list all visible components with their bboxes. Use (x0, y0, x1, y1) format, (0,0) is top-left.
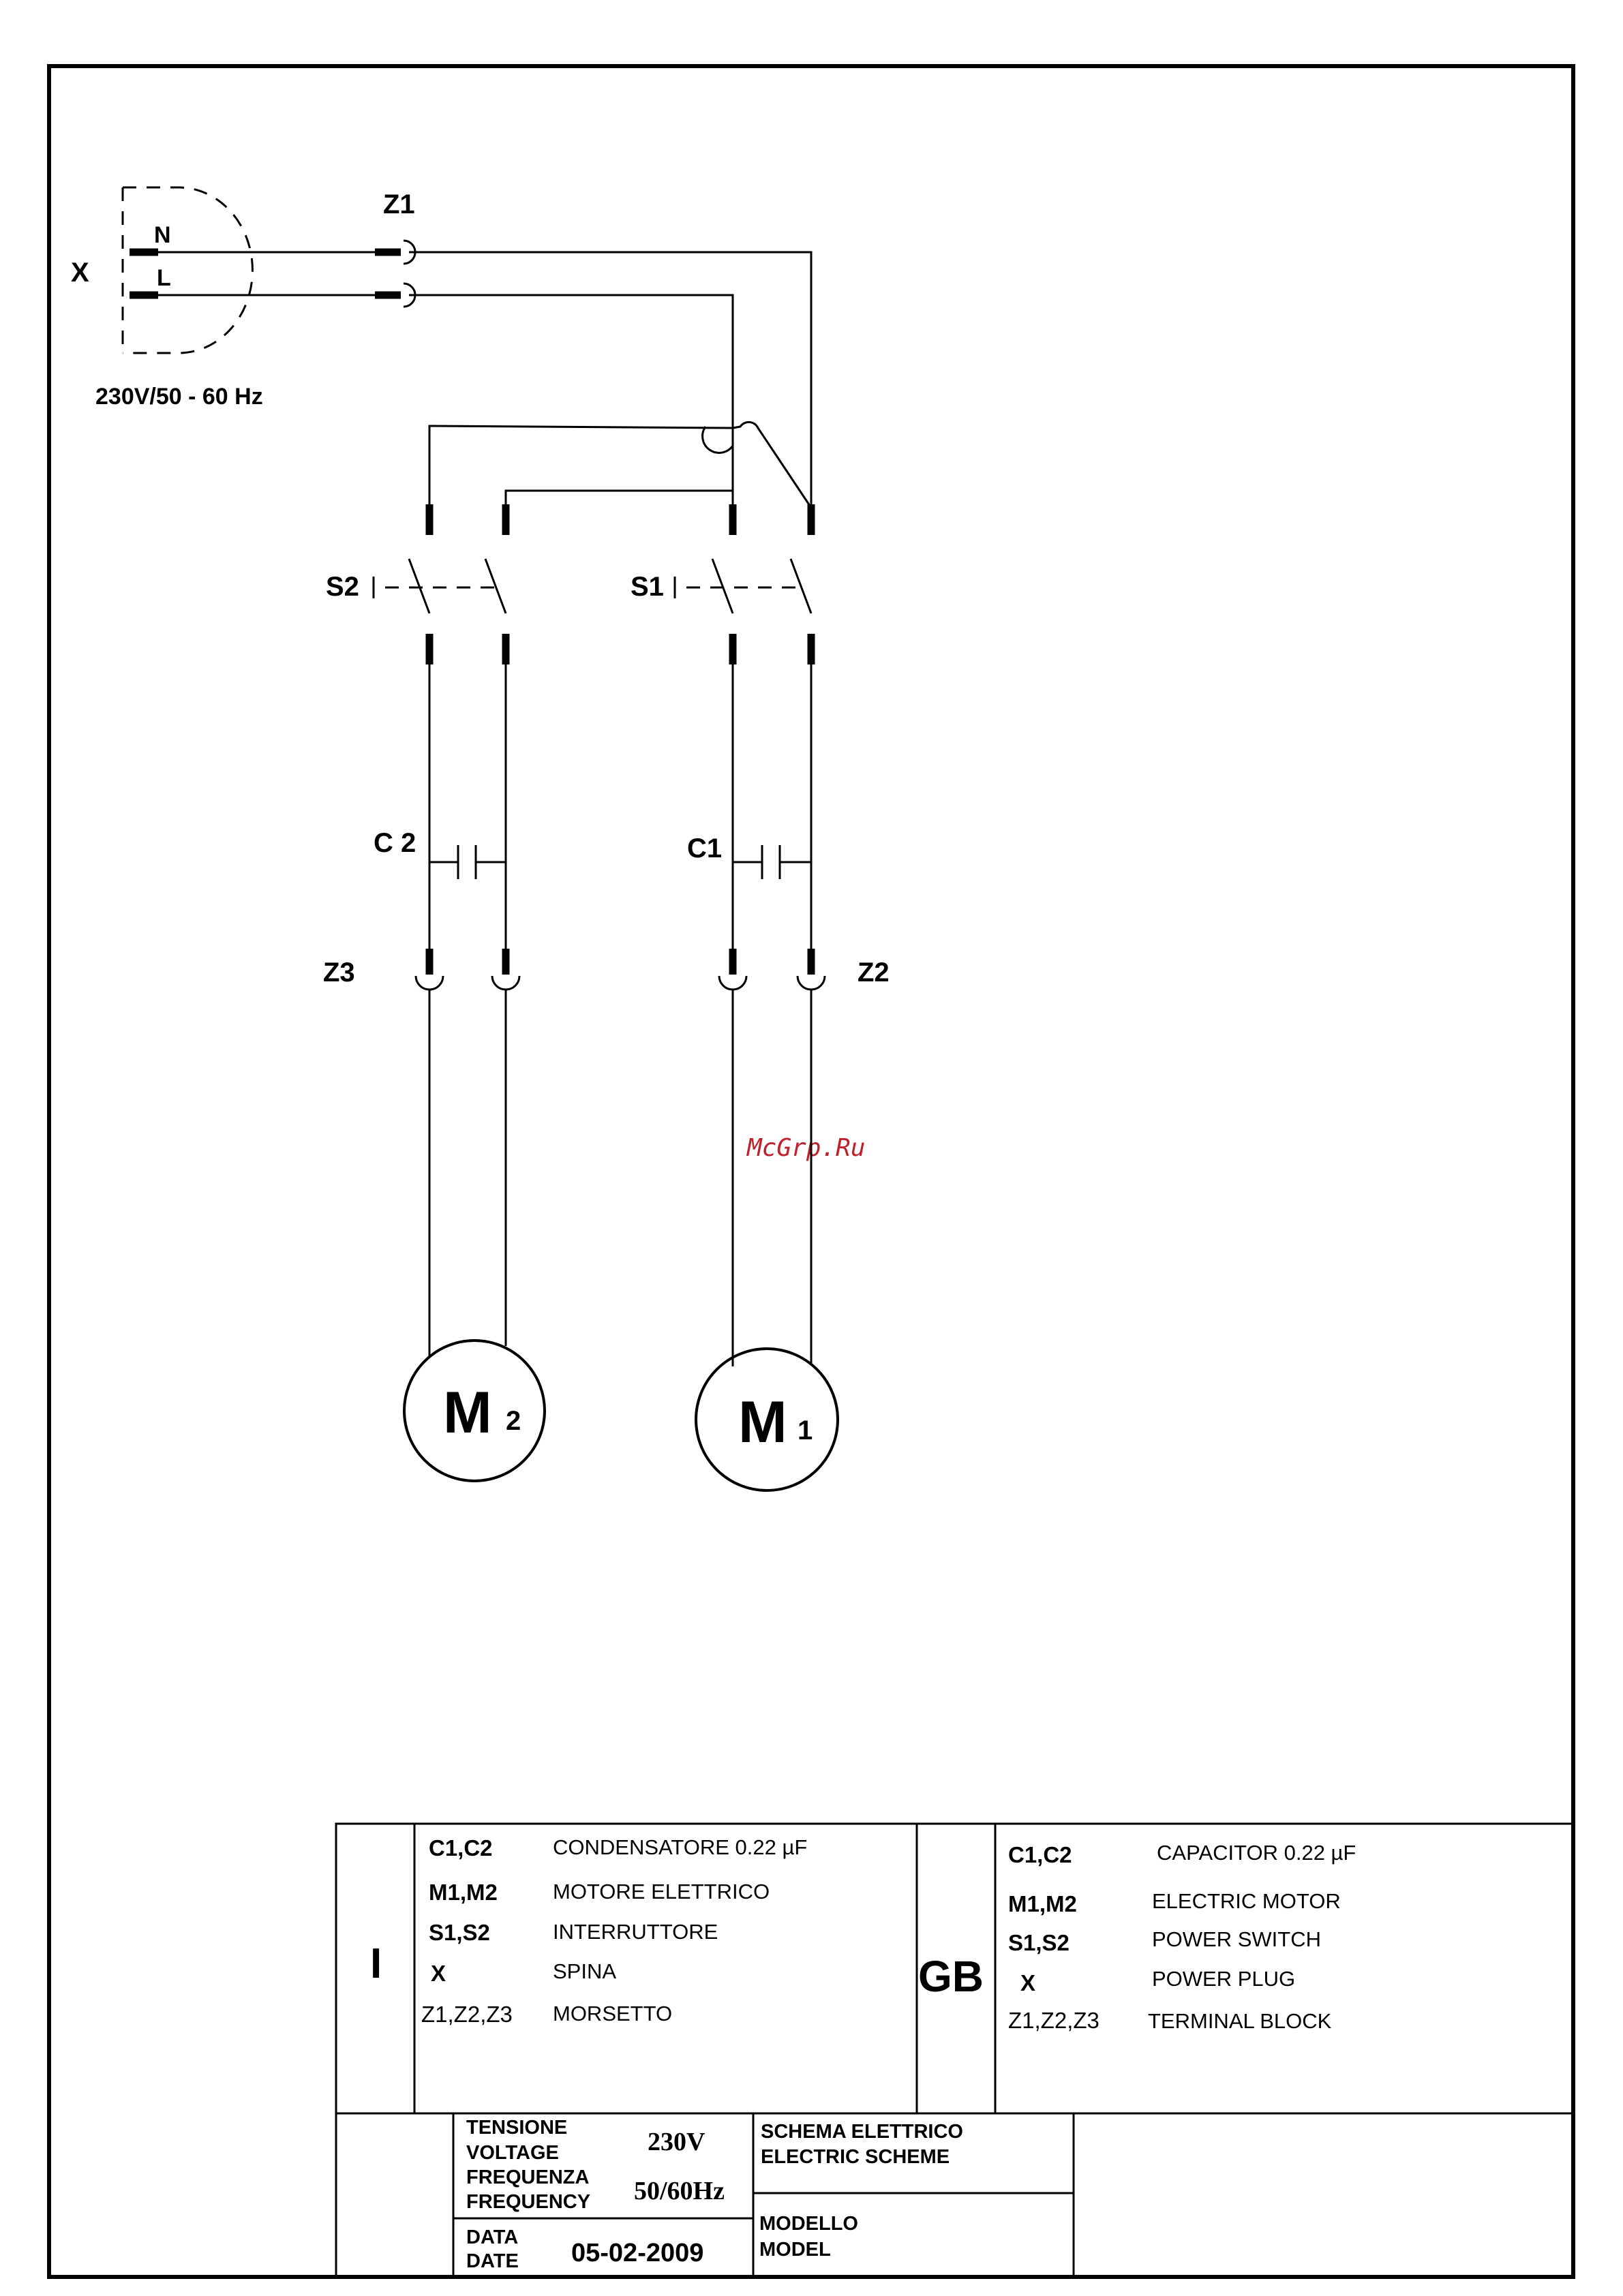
terminal-z1 (375, 239, 416, 308)
legend-gb-code-1: M1,M2 (1008, 1891, 1077, 1916)
legend-gb-desc-1: ELECTRIC MOTOR (1152, 1889, 1341, 1913)
z1-label: Z1 (383, 189, 415, 219)
m2-index: 2 (506, 1406, 521, 1436)
legend-it-code-0: C1,C2 (429, 1835, 493, 1861)
legend-it-desc-0: CONDENSATORE 0.22 µF (553, 1835, 807, 1859)
z2-label: Z2 (858, 958, 890, 988)
legend-it-lang: I (370, 1940, 382, 1987)
capacitor-c1 (733, 845, 811, 879)
title-block (335, 2113, 1075, 2277)
tb-modello: MODELLO (759, 2213, 858, 2235)
wire-cross-s1-to-s2-line (504, 489, 734, 508)
wire-z1-neutral-to-s1 (409, 251, 813, 508)
s1-label: S1 (631, 572, 664, 602)
c2-label: C 2 (374, 828, 416, 858)
legend-it-code-3: X (431, 1961, 446, 1986)
s2-label: S2 (326, 572, 359, 602)
legend-gb-desc-0: CAPACITOR 0.22 µF (1157, 1841, 1356, 1865)
c1-label: C1 (687, 833, 722, 863)
tb-frequency-value: 50/60Hz (634, 2177, 725, 2205)
legend-it-code-1: M1,M2 (429, 1880, 498, 1905)
power-plug-x (121, 186, 254, 354)
legend-gb-desc-4: TERMINAL BLOCK (1148, 2009, 1332, 2033)
tb-model: MODEL (759, 2239, 831, 2261)
wire-hop-over (701, 426, 734, 454)
wire-z1-line-to-s1 (409, 294, 734, 508)
line-label: L (157, 265, 171, 291)
neutral-label: N (154, 222, 171, 248)
terminal-z3 (414, 949, 521, 991)
watermark: McGrp.Ru (746, 1134, 865, 1162)
legend-it-desc-3: SPINA (553, 1959, 616, 1983)
legend-it-code-2: S1,S2 (429, 1920, 490, 1945)
tb-schema-gb: ELECTRIC SCHEME (761, 2146, 950, 2168)
tb-frequency: FREQUENCY (466, 2191, 590, 2213)
tb-date: DATE (466, 2250, 519, 2272)
motor-m1 (695, 1347, 839, 1492)
plug-label: X (71, 258, 89, 288)
tb-date-value: 05-02-2009 (571, 2239, 703, 2267)
legend-gb-code-3: X (1020, 1970, 1035, 1995)
m1-index: 1 (798, 1415, 813, 1445)
z3-label: Z3 (323, 958, 355, 988)
legend-gb-code-4: Z1,Z2,Z3 (1008, 2008, 1099, 2033)
legend-gb-desc-3: POWER PLUG (1152, 1967, 1295, 1991)
switch-s1 (673, 504, 815, 664)
legend-it-desc-4: MORSETTO (553, 2002, 672, 2025)
legend-it-desc-1: MOTORE ELETTRICO (553, 1880, 770, 1903)
motor-m2 (403, 1339, 546, 1482)
terminal-z2 (718, 949, 826, 991)
tb-schema-it: SCHEMA ELETTRICO (761, 2121, 963, 2143)
tb-voltage-value: 230V (648, 2128, 706, 2156)
tb-tensione: TENSIONE (466, 2117, 567, 2139)
legend-it-desc-2: INTERRUTTORE (553, 1920, 718, 1944)
m1-letter: M (738, 1390, 787, 1455)
legend-it-code-4: Z1,Z2,Z3 (421, 2002, 513, 2027)
capacitor-c2 (429, 845, 506, 879)
tb-frequenza: FREQUENZA (466, 2167, 590, 2188)
legend-gb-code-2: S1,S2 (1008, 1930, 1070, 1955)
legend-gb-code-0: C1,C2 (1008, 1842, 1072, 1867)
wire-cross-s1-to-s2-neutral-b (428, 425, 733, 508)
m2-letter: M (443, 1380, 492, 1445)
switch-s2 (372, 504, 510, 664)
tb-data: DATA (466, 2226, 518, 2248)
supply-rating: 230V/50 - 60 Hz (95, 384, 263, 410)
drawing-frame (47, 64, 1575, 2279)
wire-cross-s1-to-s2-neutral-a (732, 420, 813, 508)
tb-voltage: VOLTAGE (466, 2142, 559, 2164)
legend-gb-desc-2: POWER SWITCH (1152, 1927, 1321, 1951)
legend-table (335, 1822, 1575, 2115)
legend-gb-lang: GB (918, 1952, 984, 2001)
